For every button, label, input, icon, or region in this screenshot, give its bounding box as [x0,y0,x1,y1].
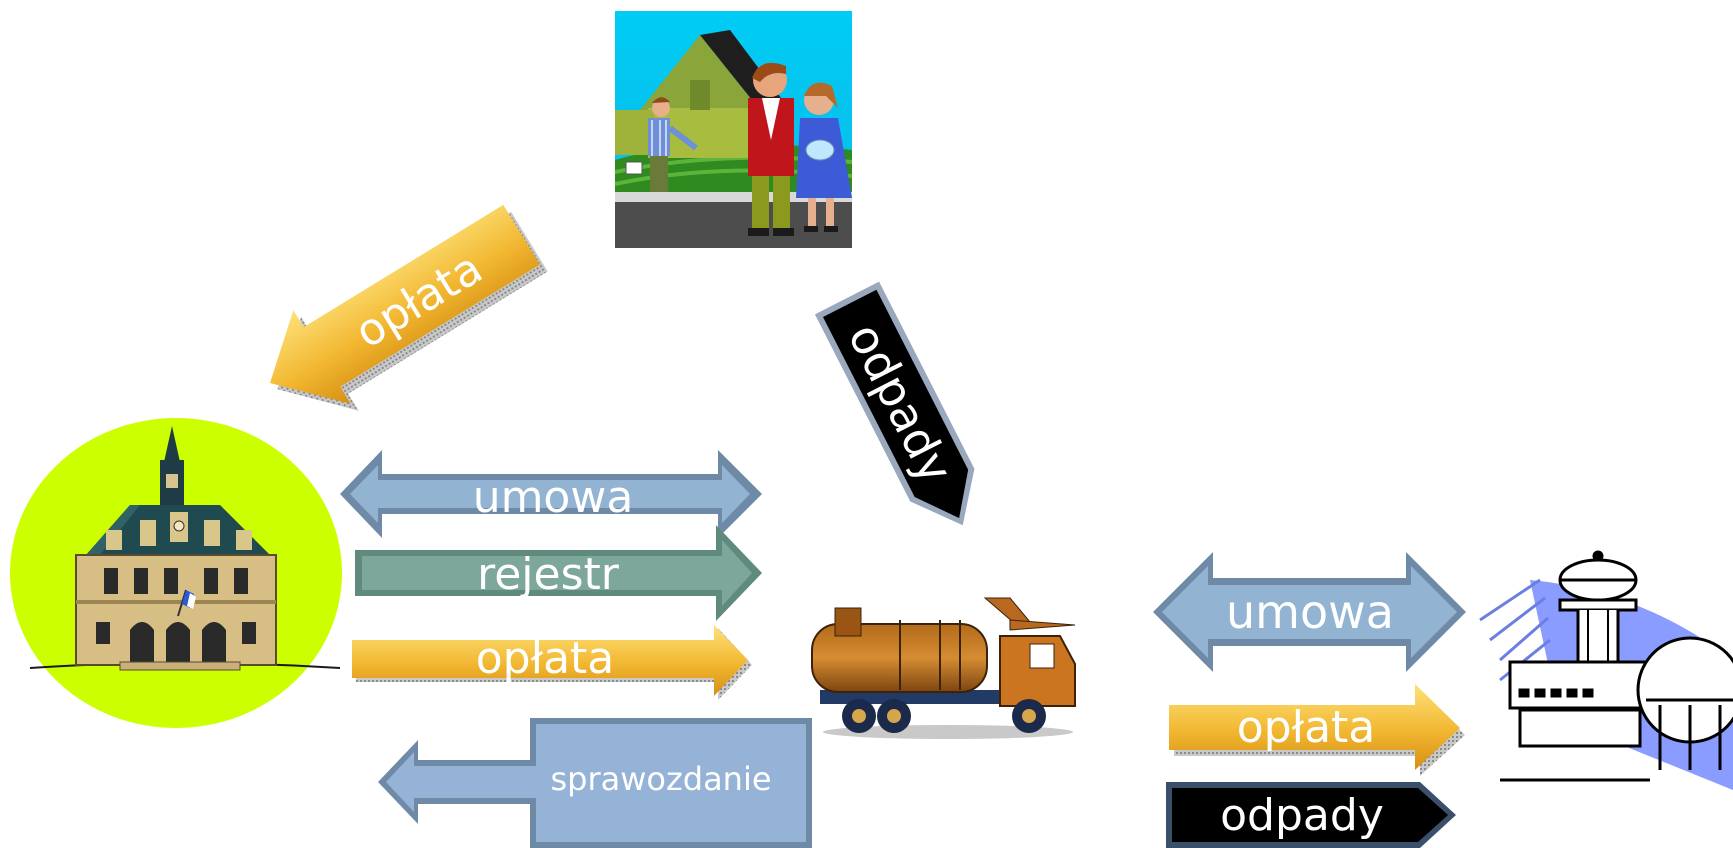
label-report-collector-office: sprawozdanie [550,760,771,798]
label-contract-collector-plant: umowa [1226,585,1394,639]
label-payment-collector-plant: opłata [1237,702,1376,753]
residents-illustration [614,11,853,248]
contract-arrow-office-collector: umowa [340,450,762,538]
processing-plant-illustration [1479,550,1733,790]
payment-arrow-office-collector: opłata [352,625,752,700]
garbage-truck-illustration [811,597,1076,739]
label-waste-collector-plant: odpady [1220,790,1384,841]
payment-arrow-residents-to-office: opłata [270,204,548,411]
payment-arrow-collector-plant: opłata [1169,684,1465,776]
label-contract-office-collector: umowa [473,472,634,523]
town-hall-illustration [10,418,342,728]
register-arrow-office-collector: rejestr [355,525,762,621]
report-arrow-collector-to-office: sprawozdanie [378,718,812,848]
label-register-office-collector: rejestr [477,549,620,600]
waste-arrow-collector-plant: odpady [1166,782,1456,848]
contract-arrow-collector-plant: umowa [1153,552,1466,672]
waste-arrow-residents-to-collector: odpady [814,281,975,526]
label-payment-office-collector: opłata [476,633,615,684]
